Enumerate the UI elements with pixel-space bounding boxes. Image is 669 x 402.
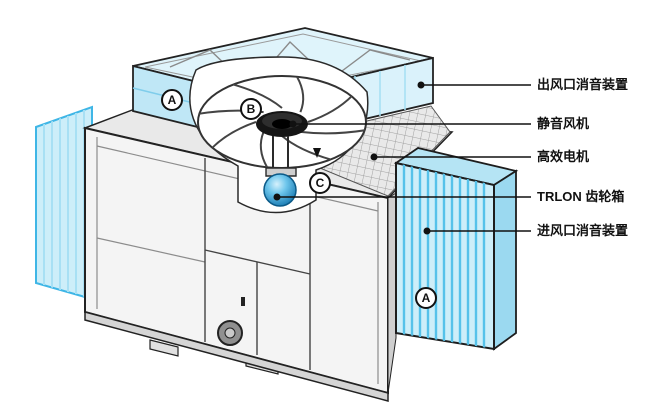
vent-left [149, 339, 179, 357]
callout-label-inlet-silencer: 进风口消音装置 [537, 223, 629, 238]
callout-label-outlet-silencer: 出风口消音装置 [537, 77, 629, 92]
leader-lines [277, 84, 531, 232]
door-handle [241, 297, 245, 306]
gearbox-sphere [263, 173, 297, 207]
gearbox-assembly [263, 136, 297, 207]
silent-fan [197, 75, 367, 169]
marker-c-gearbox: C [309, 172, 331, 194]
marker-a-outlet: A [161, 89, 183, 111]
rear-left-silencer-panel [35, 105, 93, 301]
callout-label-fan: 静音风机 [537, 116, 590, 131]
base-plinth [84, 311, 389, 402]
callout-label-gearbox: TRLON 齿轮箱 [537, 189, 625, 204]
inlet-silencer-panel [393, 147, 519, 351]
airflow-arrow-icon [313, 148, 321, 158]
marker-a-inlet: A [415, 287, 437, 309]
drive-hub-cover [217, 320, 243, 346]
callout-label-motor: 高效电机 [537, 149, 590, 164]
leader-dots [273, 81, 431, 235]
marker-b-fan: B [240, 98, 262, 120]
